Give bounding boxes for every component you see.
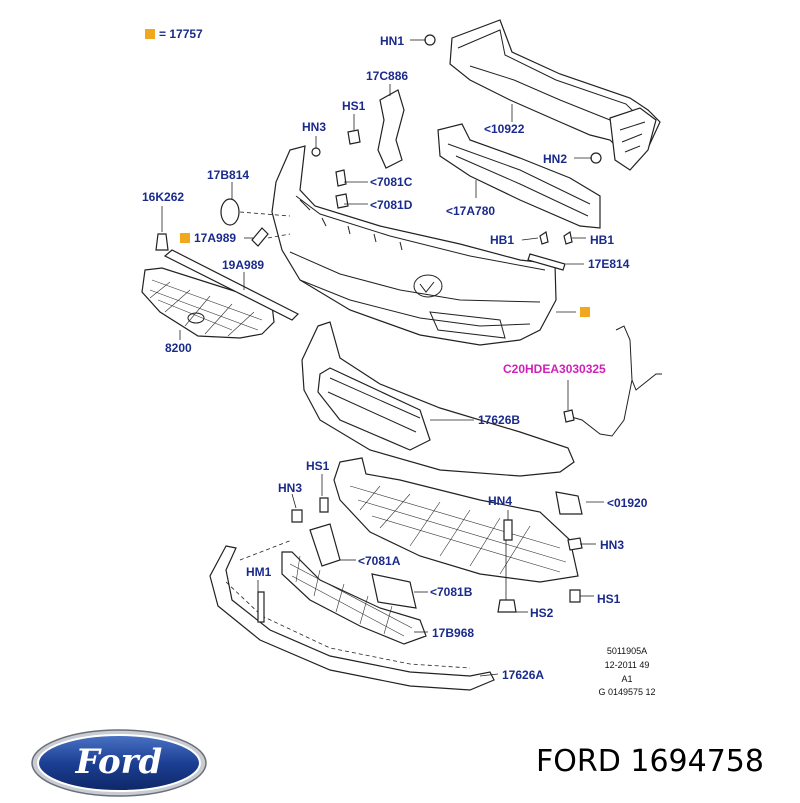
label-17626a: 17626A xyxy=(502,668,545,682)
leader-lines xyxy=(161,39,604,677)
bumper-cover xyxy=(271,145,557,346)
legend-swatch xyxy=(145,29,155,39)
label-17c886: 17C886 xyxy=(366,69,409,83)
label-hs2: HS2 xyxy=(530,606,554,620)
legend-text: = 17757 xyxy=(159,27,203,41)
label-hb1-right: HB1 xyxy=(590,233,615,247)
lower-spoiler xyxy=(209,545,495,691)
drawing-meta-2: 12-2011 49 xyxy=(604,660,650,670)
label-17a989: 17A989 xyxy=(194,231,237,245)
label-c20hdea3030325: C20HDEA3030325 xyxy=(503,362,606,376)
label-8200: 8200 xyxy=(165,341,192,355)
label-hm1: HM1 xyxy=(246,565,272,579)
label-7081b: <7081B xyxy=(430,585,473,599)
label-hb1-left: HB1 xyxy=(490,233,515,247)
bumper-reinforcement-beam xyxy=(449,19,661,171)
label-hn1: HN1 xyxy=(380,34,405,48)
label-17a780: <17A780 xyxy=(446,204,496,218)
label-7081a: <7081A xyxy=(358,554,401,568)
label-hn2: HN2 xyxy=(543,152,568,166)
label-hn3-top: HN3 xyxy=(302,120,327,134)
label-hs1-mid: HS1 xyxy=(306,459,330,473)
label-17b814: 17B814 xyxy=(207,168,250,182)
lower-bumper-section xyxy=(301,321,575,477)
label-19a989: 19A989 xyxy=(222,258,265,272)
label-01920: <01920 xyxy=(607,496,648,510)
label-17b968: 17B968 xyxy=(432,626,475,640)
wiring-harness xyxy=(563,325,662,437)
label-hs1-top: HS1 xyxy=(342,99,366,113)
radiator-grille xyxy=(141,249,300,339)
label-17e814: 17E814 xyxy=(588,257,630,271)
ford-logo-text: Ford xyxy=(75,742,163,782)
drawing-meta-4: G 0149575 12 xyxy=(598,687,656,697)
label-16k262: 16K262 xyxy=(142,190,185,204)
energy-absorber xyxy=(437,123,601,229)
label-hn3-mid: HN3 xyxy=(278,481,303,495)
label-7081c: <7081C xyxy=(370,175,413,189)
label-7081d: <7081D xyxy=(370,198,413,212)
label-hn3-low: HN3 xyxy=(600,538,625,552)
label-10922: <10922 xyxy=(484,122,525,136)
drawing-meta-3: A1 xyxy=(621,674,633,684)
label-17626b: 17626B xyxy=(478,413,521,427)
label-hn4: HN4 xyxy=(488,494,513,508)
label-hs1-low: HS1 xyxy=(597,592,621,606)
drawing-meta-1: 5011905A xyxy=(606,646,648,656)
swatch-17a989 xyxy=(180,233,190,243)
part-number-caption: FORD 1694758 xyxy=(536,744,764,779)
ford-logo: Ford xyxy=(30,728,208,798)
ford-oval-icon xyxy=(31,729,207,797)
swatch-bumper-cover xyxy=(580,307,590,317)
under-shield xyxy=(291,457,583,613)
lower-grille xyxy=(281,523,427,645)
